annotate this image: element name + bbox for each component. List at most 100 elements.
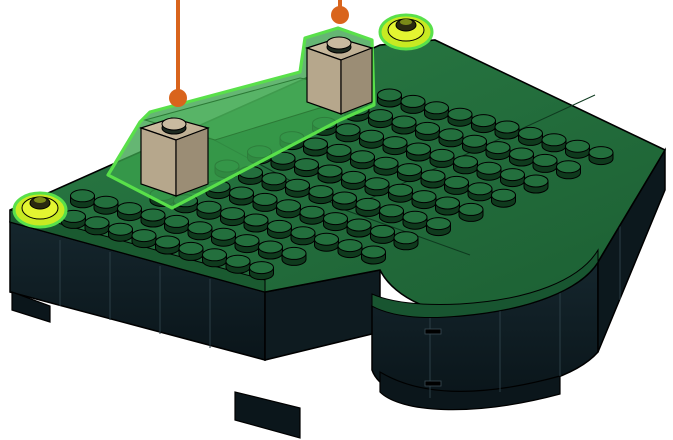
- plate-stud: [397, 163, 422, 183]
- highlight-round-stud-left: [12, 191, 68, 229]
- stud-grid: [61, 88, 614, 281]
- plate-stud: [429, 148, 455, 168]
- plate-stud: [326, 143, 352, 163]
- plate-stud: [155, 235, 180, 255]
- plate-stud: [415, 121, 440, 141]
- callout-right-dot: [331, 6, 349, 24]
- plate-stud: [370, 224, 395, 244]
- plate-stud: [323, 212, 348, 232]
- base-foot-mid: [234, 391, 301, 439]
- plate-stud: [267, 219, 292, 239]
- plate-stud: [234, 234, 260, 254]
- plate-stud: [444, 175, 469, 195]
- plate-stud: [225, 254, 251, 274]
- base-foot-left: [11, 291, 51, 323]
- plate-stud: [494, 120, 520, 140]
- plate-stud: [276, 199, 301, 219]
- plate-stud: [467, 182, 493, 202]
- plate-edge-round: [371, 248, 599, 318]
- plate-stud: [500, 168, 525, 188]
- plate-stud: [426, 217, 451, 237]
- plate-stud: [447, 107, 473, 127]
- plate-stud: [402, 210, 428, 230]
- plate-stud: [476, 161, 502, 181]
- plate-stud: [359, 129, 384, 149]
- plate-stud: [438, 128, 464, 148]
- plate-stud: [471, 114, 496, 134]
- plate-stud: [211, 227, 236, 247]
- plate-stud: [462, 134, 487, 154]
- plate-stud: [509, 147, 534, 167]
- plate-stud: [453, 155, 478, 175]
- highlight-round-stud-right: [378, 13, 434, 51]
- plate-stud: [164, 214, 189, 234]
- plate-stud: [382, 136, 408, 156]
- plate-stud: [377, 88, 402, 108]
- plate-stud: [346, 218, 372, 238]
- black-base-layer: [9, 147, 666, 439]
- base-seams: [59, 215, 621, 398]
- plate-stud: [261, 172, 287, 192]
- plate-stud: [303, 137, 328, 157]
- plate-stud: [458, 202, 484, 222]
- plate-stud: [140, 208, 166, 228]
- plate-stud: [556, 160, 581, 180]
- plate-stud: [187, 221, 213, 241]
- plate-stud: [249, 261, 274, 281]
- plate-stud: [391, 115, 417, 135]
- plate-stud: [294, 158, 319, 178]
- plate-stud: [285, 178, 310, 198]
- plate-stud: [290, 226, 316, 246]
- plate-stud: [411, 190, 437, 210]
- callout-left-dot: [169, 89, 187, 107]
- plate-stud: [406, 142, 431, 162]
- callout-left: [169, 0, 187, 107]
- plate-stud: [420, 169, 446, 189]
- plate-stud: [485, 141, 511, 161]
- plate-stud: [131, 229, 157, 249]
- plate-stud: [335, 123, 361, 143]
- plate-stud: [178, 241, 204, 261]
- plate-stud: [243, 213, 269, 233]
- plate-stud: [308, 185, 334, 205]
- plate-stud: [341, 170, 366, 190]
- plate-stud: [373, 156, 399, 176]
- plate-stud: [523, 174, 549, 194]
- plate-stud: [70, 189, 95, 209]
- plate-stud: [281, 246, 307, 266]
- plate-stud: [518, 126, 543, 146]
- plate-stud: [229, 186, 254, 206]
- base-slot-2: [424, 380, 442, 387]
- plate-stud: [368, 109, 393, 129]
- plate-stud: [117, 202, 142, 222]
- plate-stud: [361, 245, 386, 265]
- plate-stud: [84, 216, 110, 236]
- plate-stud: [393, 231, 419, 251]
- plate-stud: [258, 240, 283, 260]
- plate-stud: [337, 239, 363, 259]
- plate-stud: [532, 153, 558, 173]
- plate-stud: [196, 200, 222, 220]
- plate-stud: [317, 164, 343, 184]
- plate-stud: [400, 94, 426, 114]
- plate-stud: [588, 146, 614, 166]
- green-plate: [9, 39, 667, 318]
- plate-stud: [379, 204, 404, 224]
- plate-stud: [491, 188, 516, 208]
- base-slot-1: [424, 328, 442, 335]
- plate-stud: [565, 139, 590, 159]
- plate-stud: [238, 165, 263, 185]
- plate-stud: [61, 209, 86, 229]
- plate-stud: [108, 222, 133, 242]
- base-foot-round: [379, 370, 561, 411]
- plate-stud: [541, 133, 567, 153]
- plate-stud: [314, 232, 339, 252]
- highlighted-piece: [106, 26, 376, 210]
- tan-brick-left: [139, 117, 210, 197]
- plate-stud: [364, 177, 390, 197]
- plate-stud: [220, 207, 245, 227]
- plate-stud: [332, 191, 357, 211]
- plate-stud: [424, 101, 449, 121]
